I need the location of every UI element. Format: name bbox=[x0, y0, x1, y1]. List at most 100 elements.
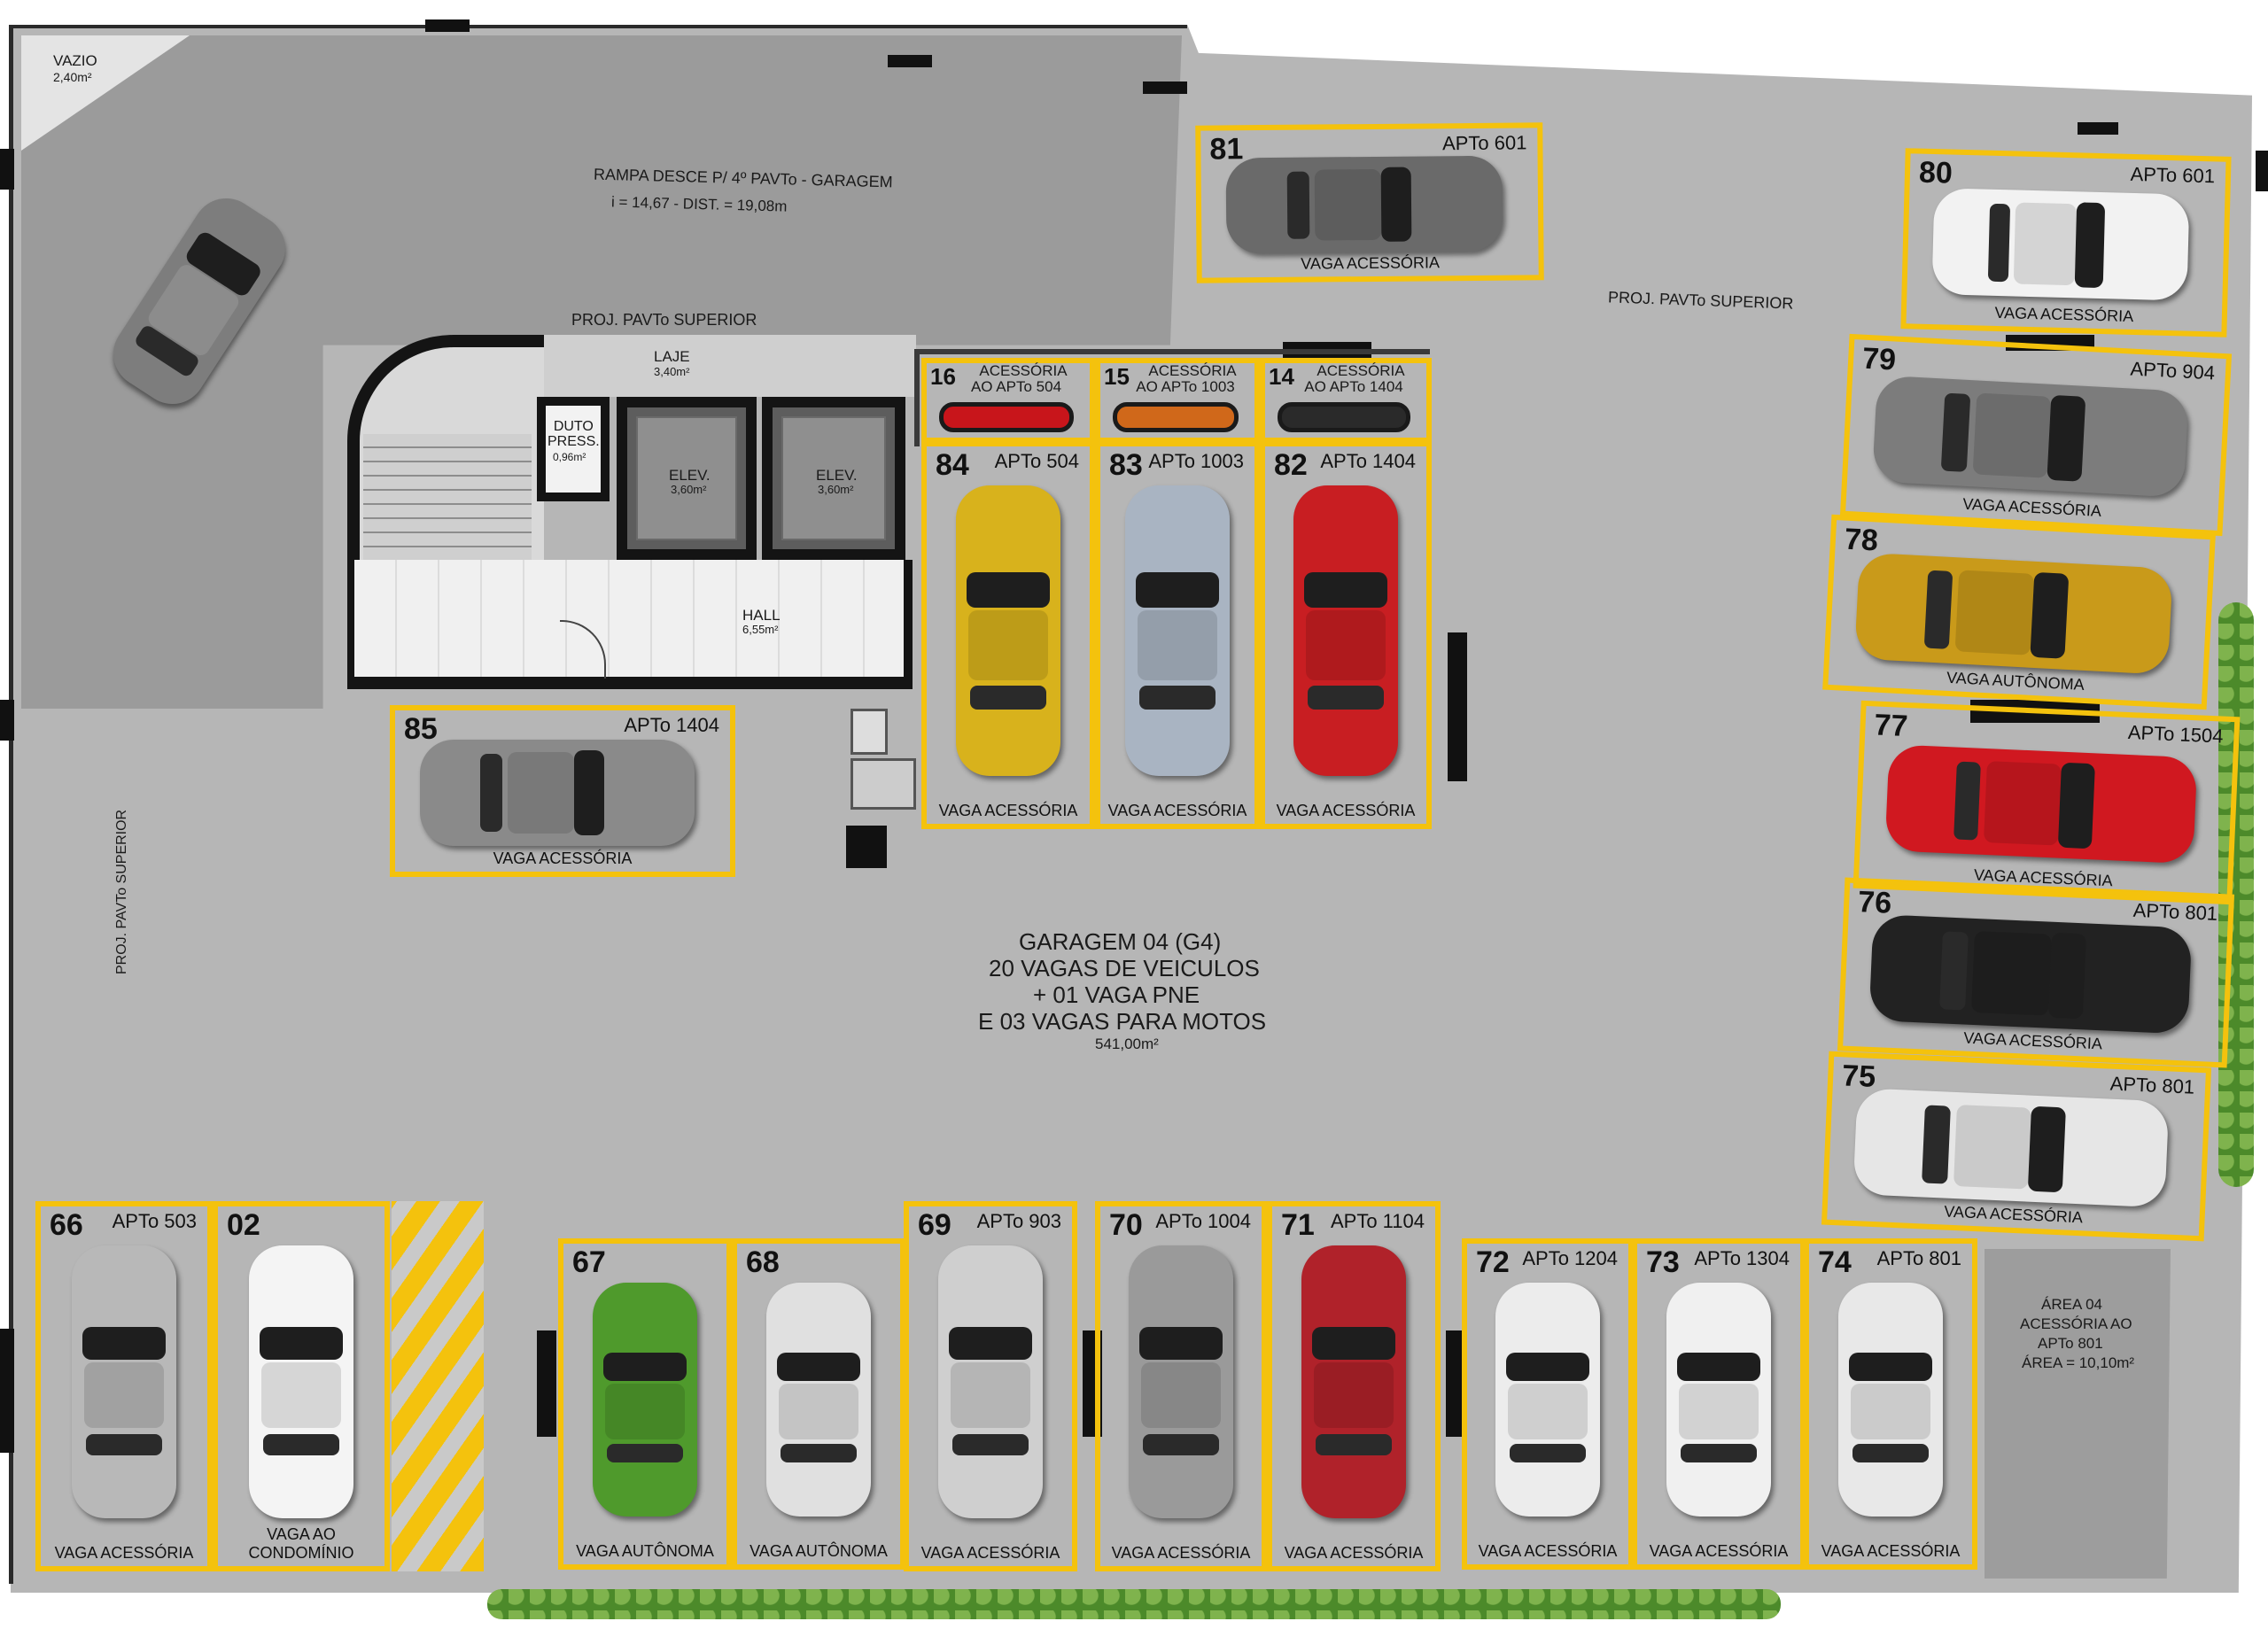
car-icon bbox=[420, 740, 695, 846]
pillar bbox=[0, 149, 14, 190]
pillar bbox=[846, 826, 887, 868]
spot-type: VAGA ACESSÓRIA bbox=[493, 849, 633, 867]
equipment-box-1 bbox=[850, 709, 888, 755]
upper-floor-projection-label: PROJ. PAVTo SUPERIOR bbox=[571, 311, 757, 329]
duct-label: DUTO PRESS. bbox=[548, 419, 600, 449]
spot-apartment: APTo 801 bbox=[2132, 898, 2218, 925]
duct bbox=[537, 397, 610, 501]
spot-number: 72 bbox=[1476, 1245, 1510, 1279]
hedge-bottom bbox=[487, 1589, 1781, 1619]
spot-type: VAGA ACESSÓRIA bbox=[1821, 1542, 1961, 1560]
car-icon bbox=[956, 485, 1060, 776]
upper-floor-projection-label-left: PROJ. PAVTo SUPERIOR bbox=[114, 809, 129, 974]
outer-wall-left bbox=[9, 25, 13, 1584]
area-04-line2: ACESSÓRIA AO bbox=[2020, 1315, 2132, 1332]
equipment-box-2 bbox=[850, 758, 916, 810]
motorcycle-icon bbox=[1278, 402, 1410, 432]
car-icon bbox=[1884, 744, 2198, 865]
elevator-2 bbox=[762, 397, 905, 560]
pillar bbox=[1446, 1330, 1465, 1437]
spot-number: 80 bbox=[1918, 155, 1953, 190]
moto-spot-apartment: AO APTo 1404 bbox=[1304, 378, 1403, 395]
pillar bbox=[0, 700, 14, 741]
spot-apartment: APTo 903 bbox=[976, 1210, 1061, 1232]
spot-number: 85 bbox=[404, 712, 438, 746]
spot-number: 71 bbox=[1281, 1208, 1315, 1242]
hedge-right bbox=[2218, 602, 2254, 1187]
moto-spot-text: ACESSÓRIA bbox=[1148, 362, 1237, 379]
spot-apartment: APTo 1104 bbox=[1330, 1210, 1425, 1232]
pillar bbox=[2078, 122, 2118, 135]
laje-label: LAJE bbox=[654, 348, 690, 365]
spot-number: 69 bbox=[918, 1208, 951, 1242]
garage-vehicle-count: 20 VAGAS DE VEICULOS bbox=[989, 955, 1260, 981]
motorcycle-icon bbox=[1113, 402, 1239, 432]
car-icon bbox=[593, 1283, 697, 1517]
duct-area-label: 0,96m² bbox=[553, 451, 586, 463]
spot-type: VAGA ACESSÓRIA bbox=[920, 1544, 1060, 1562]
pillar bbox=[425, 19, 470, 32]
area-04-line3: APTo 801 bbox=[2038, 1335, 2103, 1352]
moto-spot-apartment: AO APTo 504 bbox=[970, 378, 1062, 395]
spot-apartment: APTo 904 bbox=[2130, 357, 2216, 384]
spot-apartment: APTo 503 bbox=[112, 1210, 197, 1232]
spot-apartment: APTo 1204 bbox=[1522, 1247, 1618, 1269]
car-icon bbox=[72, 1245, 176, 1518]
void-area-label: 2,40m² bbox=[53, 70, 92, 84]
car-icon bbox=[249, 1245, 353, 1518]
garage-title: GARAGEM 04 (G4) bbox=[1019, 928, 1222, 955]
spot-number: 77 bbox=[1873, 708, 1909, 744]
spot-apartment: APTo 801 bbox=[2109, 1072, 2195, 1098]
spot-number: 84 bbox=[936, 448, 969, 482]
spot-number: 67 bbox=[572, 1245, 606, 1279]
area-04-title: ÁREA 04 bbox=[2041, 1296, 2102, 1313]
car-icon bbox=[938, 1245, 1043, 1518]
spot-apartment: APTo 1404 bbox=[1320, 450, 1416, 472]
car-icon bbox=[1872, 375, 2189, 498]
spot-apartment: APTo 504 bbox=[994, 450, 1079, 472]
car-icon bbox=[1225, 155, 1503, 254]
moto-spot-text: ACESSÓRIA bbox=[979, 362, 1068, 379]
spot-apartment: APTo 801 bbox=[1876, 1247, 1961, 1269]
spot-apartment: APTo 1004 bbox=[1155, 1210, 1251, 1232]
pillar bbox=[2256, 151, 2268, 191]
spot-number: 74 bbox=[1818, 1245, 1852, 1279]
pillar bbox=[1448, 632, 1467, 781]
hall bbox=[354, 560, 913, 689]
spot-number: 78 bbox=[1844, 522, 1879, 558]
spot-number: 79 bbox=[1861, 341, 1898, 377]
moto-spot-apartment: AO APTo 1003 bbox=[1136, 378, 1235, 395]
car-icon bbox=[1495, 1283, 1600, 1517]
pillar bbox=[537, 1330, 556, 1437]
moto-area-frame bbox=[914, 349, 1430, 446]
spot-apartment: APTo 1504 bbox=[2127, 720, 2225, 748]
spot-apartment: APTo 1003 bbox=[1148, 450, 1244, 472]
pillar bbox=[0, 1329, 14, 1453]
spot-number: 73 bbox=[1646, 1245, 1680, 1279]
car-icon bbox=[1129, 1245, 1233, 1518]
spot-number: 75 bbox=[1841, 1059, 1876, 1094]
motorcycle-icon bbox=[939, 402, 1074, 432]
garage-pne-count: + 01 VAGA PNE bbox=[1033, 981, 1200, 1008]
car-icon bbox=[1293, 485, 1398, 776]
spot-type: VAGA ACESSÓRIA bbox=[1107, 802, 1247, 819]
spot-type: VAGA ACESSÓRIA bbox=[1994, 303, 2134, 326]
spot-number: 76 bbox=[1857, 885, 1892, 920]
spot-apartment: APTo 1304 bbox=[1694, 1247, 1790, 1269]
car-icon bbox=[1854, 552, 2173, 675]
spot-type: VAGA ACESSÓRIA bbox=[1111, 1544, 1251, 1562]
garage-moto-count: E 03 VAGAS PARA MOTOS bbox=[978, 1008, 1267, 1035]
